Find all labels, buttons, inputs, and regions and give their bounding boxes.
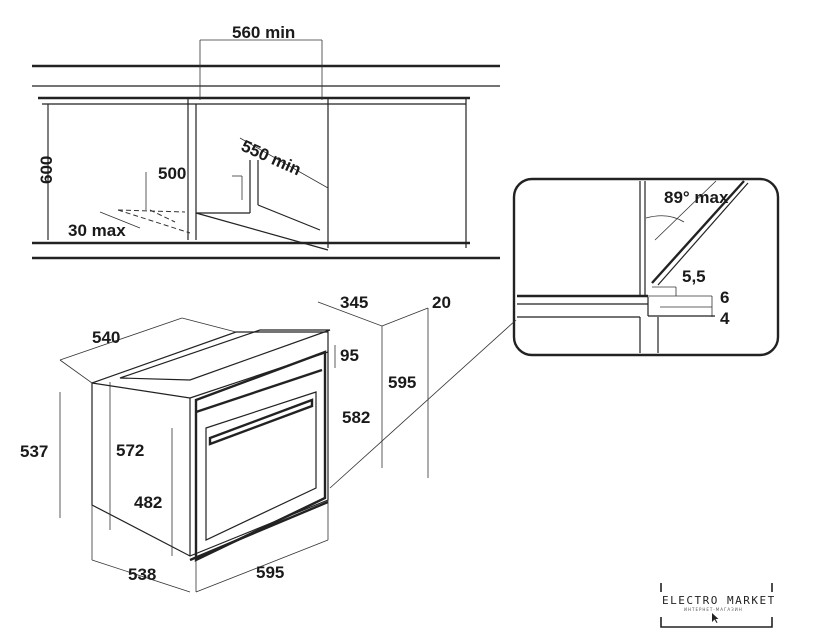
gap-label: 5,5 (682, 267, 706, 286)
offset-b-label: 4 (720, 309, 730, 328)
panel-height-label: 95 (340, 346, 359, 365)
width-min-label: 560 min (232, 23, 295, 42)
offset-a-label: 6 (720, 288, 729, 307)
depth-min-label: 550 min (238, 136, 304, 179)
height-label: 600 (37, 156, 56, 184)
overall-width-label: 595 (256, 563, 284, 582)
body-depth-side-label: 572 (116, 441, 144, 460)
top-depth-label: 345 (340, 293, 368, 312)
cabinet-top-view (32, 39, 500, 260)
bottom-depth-label: 538 (128, 565, 156, 584)
cursor-icon (712, 613, 719, 623)
gap-max-label: 30 max (68, 221, 126, 240)
body-height-label: 537 (20, 442, 48, 461)
oven-dimension-lines (59, 301, 429, 593)
door-height-label: 582 (342, 408, 370, 427)
depth-total-label: 540 (92, 328, 120, 347)
opening-label: 500 (158, 164, 186, 183)
door-angle-label: 89° max (664, 188, 729, 207)
logo-tagline: ИНТЕРНЕТ-МАГАЗИН (684, 607, 743, 612)
electro-market-logo: ELECTRO MARKET ИНТЕРНЕТ-МАГАЗИН (660, 583, 776, 628)
detail-callout (329, 177, 780, 489)
front-offset-label: 20 (432, 293, 451, 312)
overall-height-label: 595 (388, 373, 416, 392)
logo-name: ELECTRO MARKET (662, 594, 776, 607)
cavity-height-label: 482 (134, 493, 162, 512)
